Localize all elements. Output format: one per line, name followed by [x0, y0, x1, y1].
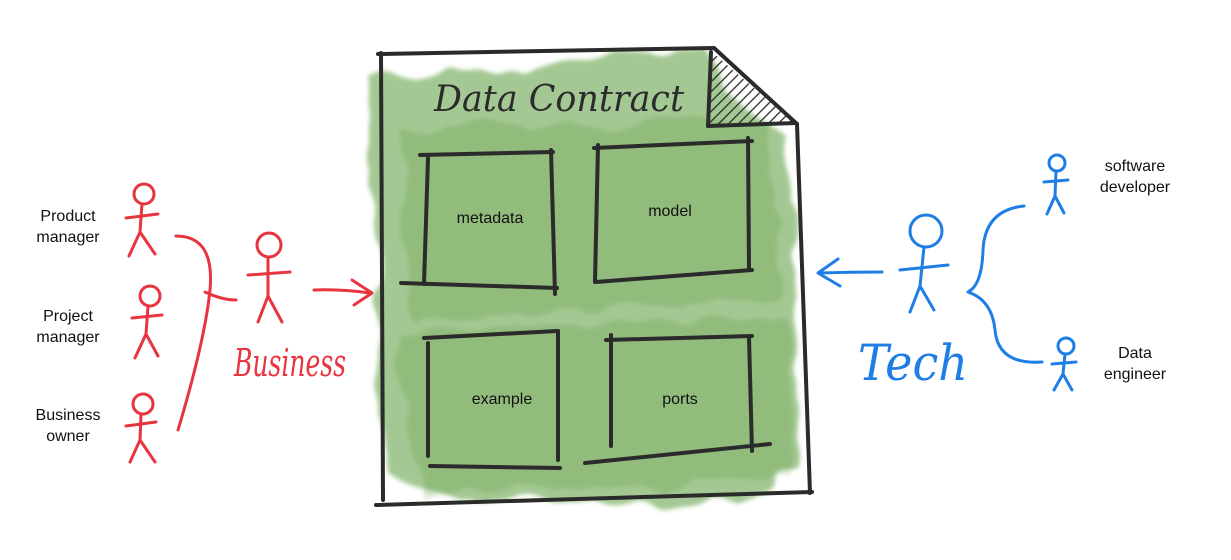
business-label: Business — [233, 341, 346, 385]
folded-corner-hatch — [709, 52, 796, 125]
document-outline — [374, 46, 814, 507]
business-owner-icon — [124, 392, 158, 464]
role-label-data-engineer: Data engineer — [1103, 345, 1167, 383]
example-box — [422, 329, 562, 470]
tech-representative-icon — [898, 213, 950, 314]
green-wash — [372, 48, 800, 505]
software-developer-icon — [1042, 153, 1070, 216]
role-label-business-owner: Business owner — [35, 407, 101, 445]
business-arrow — [312, 278, 374, 307]
diagram-title: Data Contract — [433, 79, 684, 120]
role-label-project-manager: Project manager — [36, 308, 100, 346]
role-label-software-developer: software developer — [1099, 158, 1171, 196]
section-label-model: model — [648, 203, 692, 220]
ports-box — [583, 333, 772, 465]
business-people — [124, 182, 374, 464]
business-representative-icon — [246, 231, 292, 324]
section-boxes — [399, 136, 772, 470]
section-label-ports: ports — [662, 391, 698, 408]
tech-brace — [966, 204, 1044, 364]
tech-arrow — [816, 257, 884, 288]
model-box — [592, 136, 754, 284]
project-manager-icon — [130, 284, 164, 360]
product-manager-icon — [124, 182, 160, 258]
data-engineer-icon — [1050, 336, 1078, 392]
role-label-product-manager: Product manager — [36, 208, 100, 246]
section-label-metadata: metadata — [456, 210, 524, 227]
metadata-box — [399, 148, 559, 296]
tech-people — [816, 153, 1078, 392]
business-brace — [174, 234, 238, 432]
tech-label: Tech — [858, 334, 968, 392]
section-label-example: example — [471, 391, 533, 408]
